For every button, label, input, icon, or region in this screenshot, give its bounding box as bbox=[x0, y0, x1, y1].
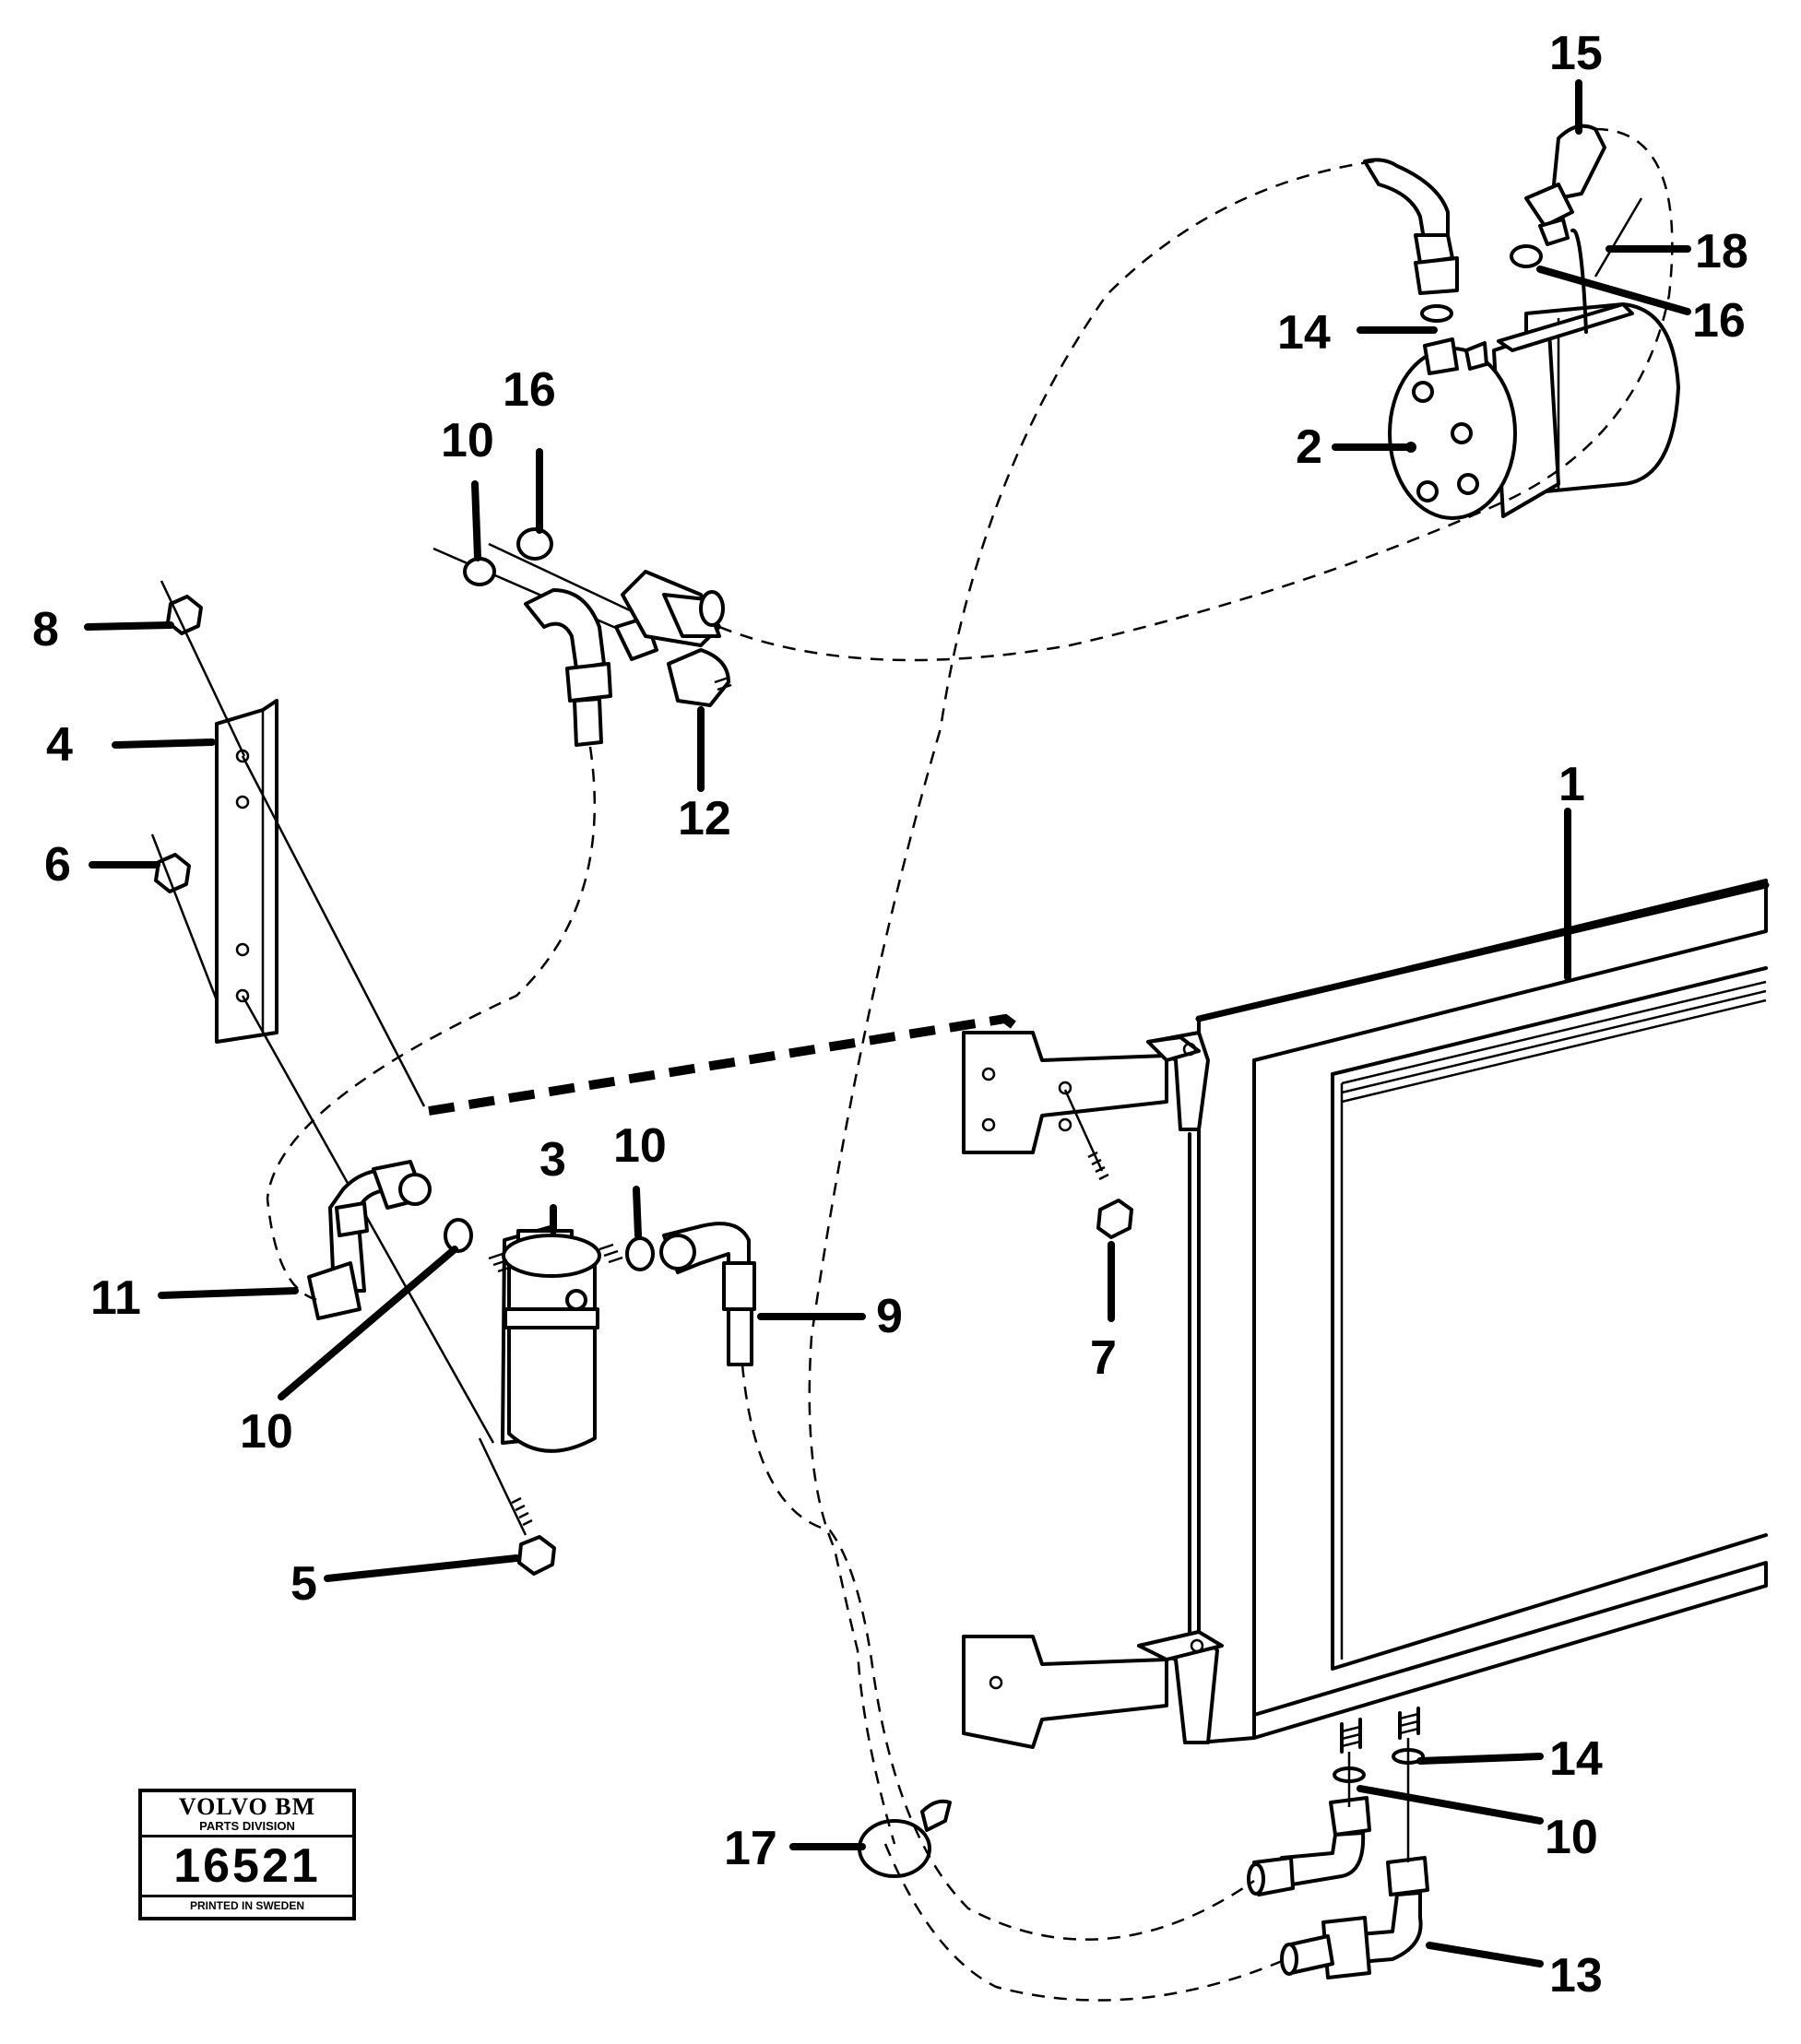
compressor bbox=[1388, 302, 1680, 520]
route-d bbox=[741, 1364, 1255, 1941]
hose-9 bbox=[625, 1222, 756, 1366]
bolt-7 bbox=[1063, 1089, 1133, 1239]
route-a bbox=[266, 746, 596, 1302]
oring-14-top bbox=[1420, 304, 1453, 323]
oring-16-right bbox=[1510, 244, 1543, 268]
stamp-division: PARTS DIVISION bbox=[142, 1820, 352, 1837]
oring-10-top bbox=[463, 557, 496, 586]
callout-2: 2 bbox=[1296, 420, 1322, 474]
callout-6: 6 bbox=[44, 838, 71, 892]
callout-17: 17 bbox=[724, 1822, 777, 1875]
compressor-fittings bbox=[1363, 124, 1643, 334]
hose-11 bbox=[307, 1160, 432, 1320]
stamp-printed: PRINTED IN SWEDEN bbox=[189, 1899, 304, 1912]
stamp-number: 16521 bbox=[142, 1837, 352, 1897]
oring-10-mid bbox=[625, 1236, 655, 1271]
callout-14-top: 14 bbox=[1277, 306, 1331, 360]
condenser bbox=[962, 879, 1770, 1754]
lower-fittings bbox=[1247, 1738, 1429, 1979]
callout-16-right: 16 bbox=[1692, 294, 1746, 348]
callout-10-bottom: 10 bbox=[1545, 1811, 1598, 1864]
callout-9: 9 bbox=[876, 1290, 903, 1343]
stamp-brand: VOLVO BM bbox=[178, 1793, 316, 1820]
volvo-bm-stamp: VOLVO BM PARTS DIVISION 16521 PRINTED IN… bbox=[138, 1789, 356, 1920]
callout-18: 18 bbox=[1695, 225, 1748, 278]
clamp-17 bbox=[858, 1799, 952, 1878]
upper-fittings bbox=[432, 527, 732, 747]
callout-7: 7 bbox=[1090, 1331, 1117, 1385]
callout-15: 15 bbox=[1549, 27, 1603, 80]
callout-10-mid: 10 bbox=[613, 1119, 667, 1173]
oring-10-left bbox=[444, 1218, 473, 1253]
callout-14-bottom: 14 bbox=[1549, 1732, 1603, 1786]
callout-3: 3 bbox=[539, 1133, 566, 1187]
callout-5: 5 bbox=[290, 1557, 317, 1611]
oring-16-top bbox=[516, 527, 553, 561]
callout-10-top: 10 bbox=[441, 414, 494, 467]
callout-13: 13 bbox=[1549, 1949, 1603, 2003]
route-b bbox=[808, 160, 1375, 1845]
callout-10-left: 10 bbox=[240, 1405, 293, 1459]
callout-8: 8 bbox=[32, 603, 59, 656]
route-c bbox=[718, 127, 1674, 662]
callout-12: 12 bbox=[678, 792, 731, 845]
bolt-5 bbox=[478, 1437, 556, 1576]
bracket-4 bbox=[215, 699, 278, 1044]
callout-16-top: 16 bbox=[503, 363, 556, 417]
route-e bbox=[883, 1843, 1287, 2002]
callout-11: 11 bbox=[90, 1271, 141, 1325]
callout-4: 4 bbox=[46, 718, 73, 772]
receiver-drier bbox=[488, 1224, 623, 1453]
harness-line bbox=[428, 1013, 1026, 1116]
callout-1: 1 bbox=[1558, 758, 1585, 811]
